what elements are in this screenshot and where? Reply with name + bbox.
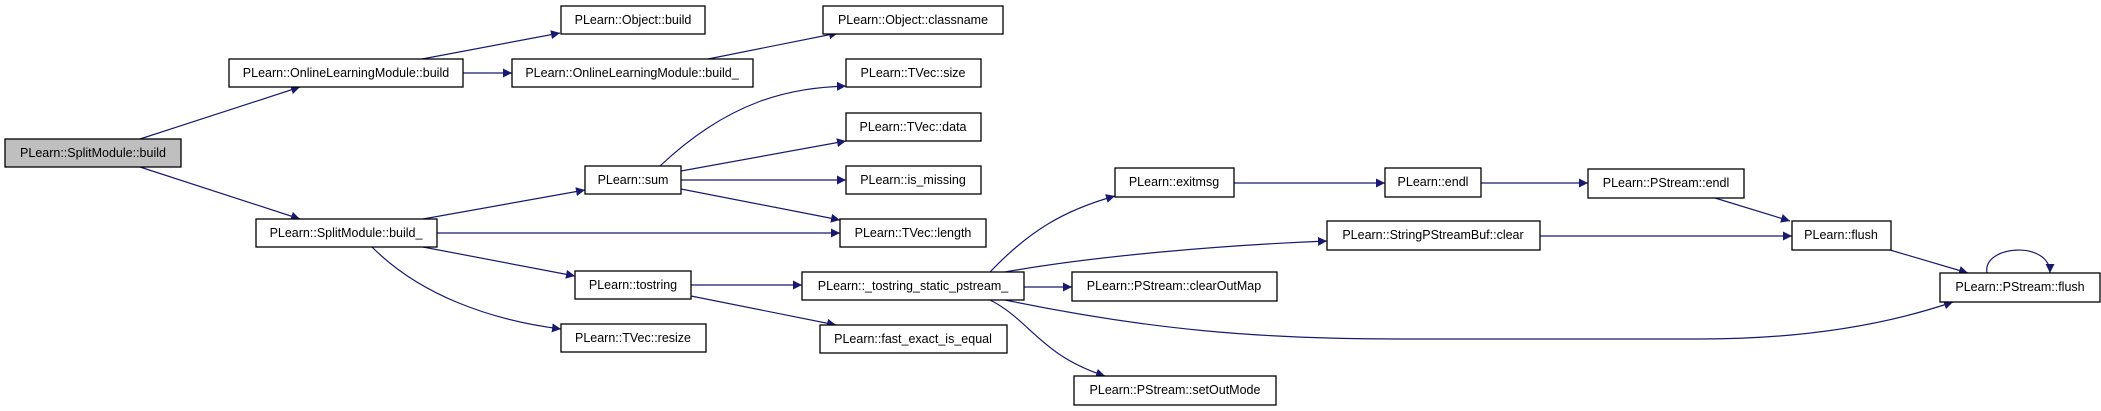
node-label: PLearn::PStream::flush <box>1955 280 2084 294</box>
node-pstream-clear-out-map[interactable]: PLearn::PStream::clearOutMap <box>1071 271 1278 302</box>
edge-flush-to-pstream-flush <box>1889 249 1969 275</box>
node-label: PLearn::StringPStreamBuf::clear <box>1342 228 1523 242</box>
node-label: PLearn::exitmsg <box>1129 175 1219 189</box>
node-pstream-endl[interactable]: PLearn::PStream::endl <box>1587 168 1745 199</box>
node-label: PLearn::fast_exact_is_equal <box>834 332 992 346</box>
edge-sum-to-size <box>659 81 847 167</box>
node-label: PLearn::flush <box>1804 228 1878 242</box>
node-label: PLearn::SplitModule::build <box>20 146 166 160</box>
node-label: PLearn::tostring <box>589 278 677 292</box>
node-label: PLearn::TVec::size <box>861 66 966 80</box>
node-label: PLearn::is_missing <box>860 173 966 187</box>
node-tvec-data[interactable]: PLearn::TVec::data <box>845 112 982 142</box>
edge-olm-build_-to-classname <box>707 30 839 60</box>
edge-static-to-exitmsg <box>989 194 1116 273</box>
node-pstream-flush[interactable]: PLearn::PStream::flush <box>1939 272 2101 303</box>
node-olm-build[interactable]: PLearn::OnlineLearningModule::build <box>228 58 464 88</box>
edges <box>139 30 2055 378</box>
node-object-build[interactable]: PLearn::Object::build <box>560 5 706 35</box>
node-tostring-static-pstream[interactable]: PLearn::_tostring_static_pstream_ <box>801 271 1025 301</box>
edge-sum-to-length <box>680 188 841 223</box>
node-label: PLearn::OnlineLearningModule::build <box>243 66 449 80</box>
node-tvec-size[interactable]: PLearn::TVec::size <box>845 58 982 88</box>
edge-tostring-to-fast-exact <box>690 295 837 328</box>
node-tvec-resize[interactable]: PLearn::TVec::resize <box>560 323 707 353</box>
edge-split-build-to-olm-build <box>139 85 301 140</box>
edge-static-to-pstream-flush <box>1004 299 1954 340</box>
node-is-missing[interactable]: PLearn::is_missing <box>845 165 982 195</box>
edge-pstream-flush-self-loop <box>1986 249 2055 274</box>
node-label: PLearn::TVec::length <box>855 226 972 240</box>
node-endl[interactable]: PLearn::endl <box>1384 167 1482 198</box>
node-label: PLearn::endl <box>1398 175 1469 189</box>
node-label: PLearn::OnlineLearningModule::build_ <box>525 66 739 80</box>
node-label: PLearn::Object::build <box>575 13 692 27</box>
node-label: PLearn::SplitModule::build_ <box>270 226 424 240</box>
node-label: PLearn::PStream::clearOutMap <box>1087 279 1261 293</box>
edge-split-build_-to-sum <box>422 187 586 220</box>
node-olm-build_[interactable]: PLearn::OnlineLearningModule::build_ <box>511 58 754 88</box>
node-fast-exact-is-equal[interactable]: PLearn::fast_exact_is_equal <box>819 324 1008 354</box>
edge-split-build_-to-resize <box>371 246 562 333</box>
node-flush[interactable]: PLearn::flush <box>1791 220 1892 251</box>
node-label: PLearn::PStream::setOutMode <box>1090 383 1261 397</box>
node-exitmsg[interactable]: PLearn::exitmsg <box>1114 167 1235 198</box>
node-tvec-length[interactable]: PLearn::TVec::length <box>839 218 987 248</box>
edge-split-build_-to-tostring <box>422 246 576 279</box>
node-object-classname[interactable]: PLearn::Object::classname <box>822 5 1004 35</box>
edge-split-build-to-split-build_ <box>139 166 301 221</box>
node-pstream-set-out-mode[interactable]: PLearn::PStream::setOutMode <box>1073 375 1277 406</box>
nodes: PLearn::SplitModule::build PLearn::Onlin… <box>4 5 2101 406</box>
node-label: PLearn::Object::classname <box>838 13 988 27</box>
node-label: PLearn::TVec::data <box>859 120 966 134</box>
edge-static-to-spsb-clear <box>1004 236 1328 273</box>
node-label: PLearn::sum <box>598 173 669 187</box>
edge-olm-build-to-object-build <box>421 30 561 60</box>
node-stringpstreambuf-clear[interactable]: PLearn::StringPStreamBuf::clear <box>1326 220 1541 251</box>
node-label: PLearn::_tostring_static_pstream_ <box>818 279 1009 293</box>
node-tostring[interactable]: PLearn::tostring <box>574 270 692 300</box>
edge-static-to-set-out-mode <box>989 299 1106 378</box>
edge-pstream-endl-to-flush <box>1714 197 1791 223</box>
edge-sum-to-data <box>680 138 847 172</box>
node-sum[interactable]: PLearn::sum <box>584 165 682 195</box>
node-label: PLearn::TVec::resize <box>575 331 691 345</box>
node-label: PLearn::PStream::endl <box>1603 176 1729 190</box>
node-split-build_[interactable]: PLearn::SplitModule::build_ <box>255 218 438 248</box>
node-split-build[interactable]: PLearn::SplitModule::build <box>4 138 182 168</box>
